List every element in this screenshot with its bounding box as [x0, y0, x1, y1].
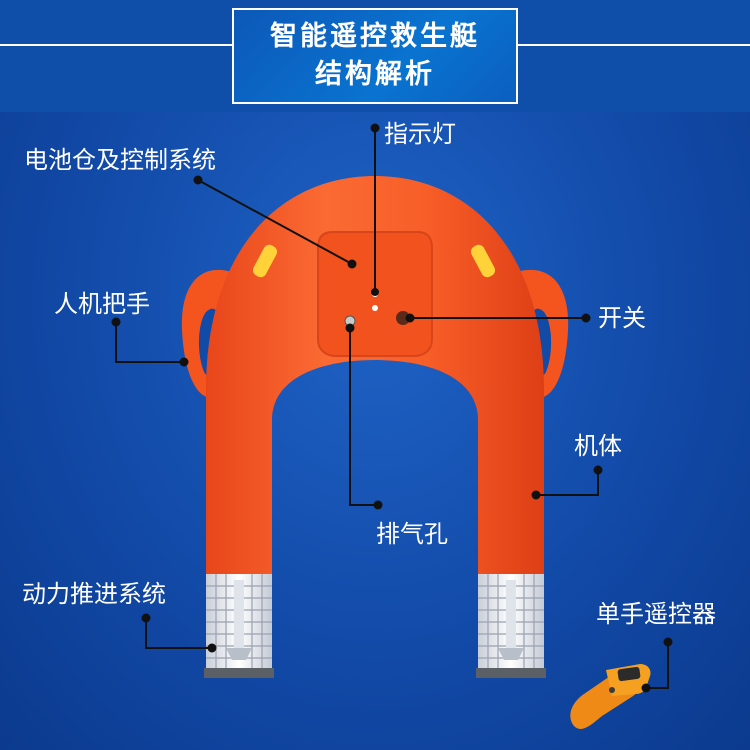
indicator-dot-2: [372, 305, 378, 311]
right-thruster: [476, 574, 546, 678]
label-switch: 开关: [598, 304, 646, 332]
leader-remote: [646, 642, 668, 688]
left-thruster: [204, 574, 274, 678]
label-propulsion: 动力推进系统: [22, 580, 166, 608]
label-body: 机体: [574, 432, 622, 460]
label-handle: 人机把手: [54, 290, 150, 318]
label-vent: 排气孔: [376, 520, 448, 548]
leader-propulsion: [146, 618, 212, 648]
label-remote: 单手遥控器: [596, 600, 716, 628]
leader-handle: [116, 322, 184, 362]
remote-control: [570, 664, 650, 729]
leader-body: [536, 470, 598, 495]
label-battery: 电池仓及控制系统: [24, 146, 216, 174]
label-indicator: 指示灯: [384, 120, 456, 148]
